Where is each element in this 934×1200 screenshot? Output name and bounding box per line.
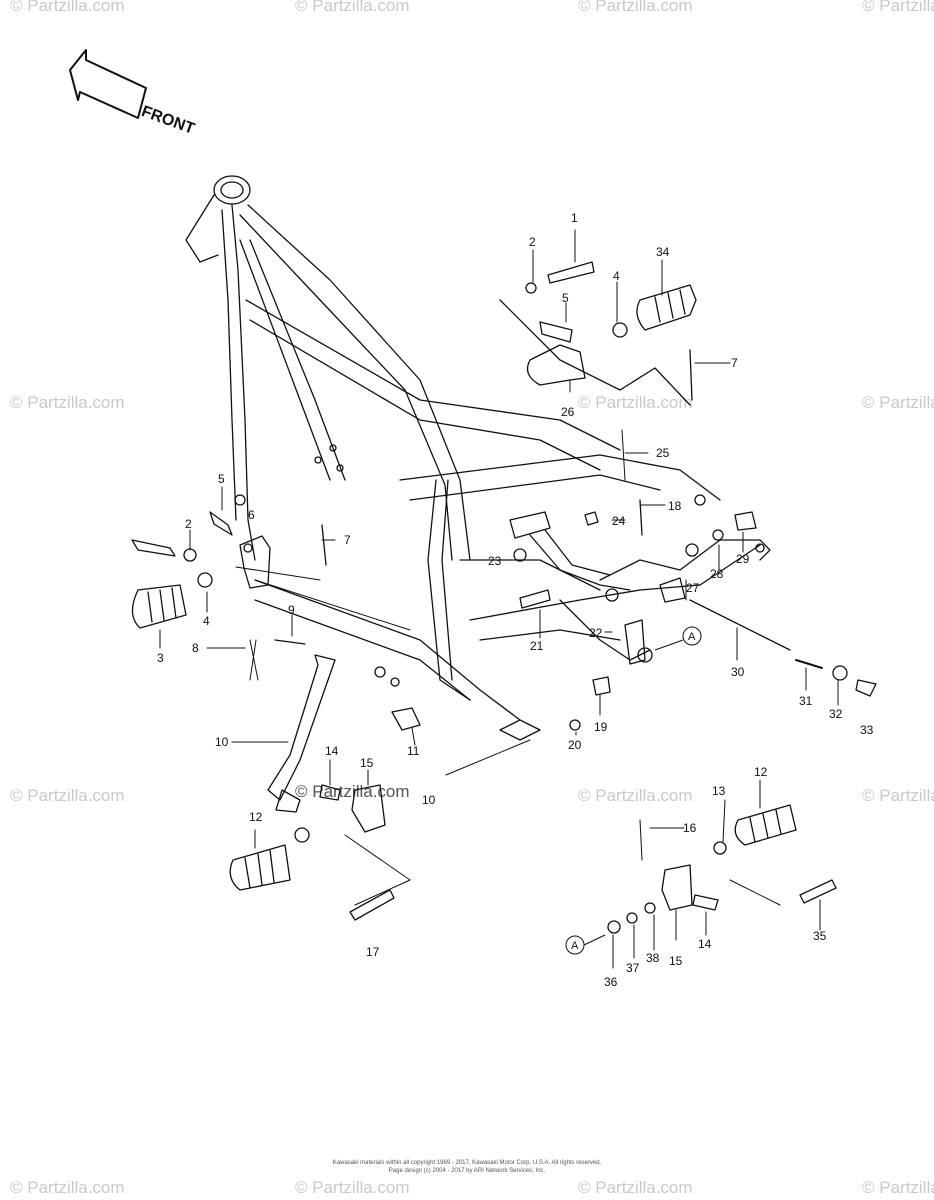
front-arrow-icon bbox=[69, 49, 147, 119]
callout-24: 24 bbox=[612, 514, 626, 528]
callout-12: 12 bbox=[754, 765, 768, 779]
callout-10: 10 bbox=[215, 735, 229, 749]
callout-5: 5 bbox=[562, 291, 569, 305]
copyright-line: Page design (c) 2004 - 2017 by ARI Netwo… bbox=[388, 1168, 546, 1174]
watermark: © Partzilla.com bbox=[578, 0, 693, 15]
watermark: © Partzilla.com bbox=[862, 393, 934, 412]
callout-7: 7 bbox=[344, 533, 351, 547]
right-rear-footrest bbox=[499, 261, 697, 406]
callout-38: 38 bbox=[646, 951, 660, 965]
callout-26: 26 bbox=[561, 405, 575, 419]
callout-5: 5 bbox=[218, 472, 225, 486]
callout-34: 34 bbox=[656, 245, 670, 259]
callout-3: 3 bbox=[157, 651, 164, 665]
callout-16: 16 bbox=[683, 821, 697, 835]
watermark: © Partzilla.com bbox=[862, 786, 934, 805]
callout-13: 13 bbox=[712, 784, 726, 798]
right-front-footrest bbox=[607, 804, 837, 934]
callout-36: 36 bbox=[604, 975, 618, 989]
callout-11: 11 bbox=[407, 744, 420, 758]
callout-6: 6 bbox=[248, 508, 255, 522]
copyright-line: Kawasaki materials within all copyright … bbox=[332, 1160, 602, 1166]
callout-15: 15 bbox=[360, 756, 374, 770]
callout-25: 25 bbox=[656, 446, 670, 460]
reference-markers bbox=[565, 626, 702, 955]
callout-2: 2 bbox=[185, 517, 192, 531]
front-label: FRONT bbox=[139, 103, 197, 138]
callout-7: 7 bbox=[731, 356, 738, 370]
callout-35: 35 bbox=[813, 929, 827, 943]
watermark: © Partzilla.com bbox=[578, 1178, 693, 1197]
callout-22: 22 bbox=[589, 626, 603, 640]
callout-30: 30 bbox=[731, 665, 745, 679]
watermark: © Partzilla.com bbox=[10, 1178, 125, 1197]
callout-8: 8 bbox=[192, 641, 199, 655]
callout-10: 10 bbox=[422, 793, 436, 807]
callout-27: 27 bbox=[686, 581, 700, 595]
callout-14: 14 bbox=[698, 937, 712, 951]
callout-19: 19 bbox=[594, 720, 608, 734]
watermark: © Partzilla.com bbox=[10, 393, 125, 412]
brake-pedal bbox=[509, 429, 877, 731]
left-footrest-bracket bbox=[131, 511, 421, 921]
callout-28: 28 bbox=[710, 567, 724, 581]
reference-a: A bbox=[571, 940, 579, 952]
callout-23: 23 bbox=[488, 554, 502, 568]
watermark: © Partzilla.com bbox=[862, 1178, 934, 1197]
callout-4: 4 bbox=[613, 269, 620, 283]
watermark: © Partzilla.com bbox=[295, 1178, 410, 1197]
callout-20: 20 bbox=[568, 738, 582, 752]
watermark: © Partzilla.com bbox=[10, 786, 125, 805]
watermark: © Partzilla.com bbox=[862, 0, 934, 15]
callout-14: 14 bbox=[325, 744, 339, 758]
callout-15: 15 bbox=[669, 954, 683, 968]
callout-18: 18 bbox=[668, 499, 682, 513]
callout-21: 21 bbox=[530, 639, 544, 653]
reference-a: A bbox=[688, 631, 696, 643]
callout-31: 31 bbox=[799, 694, 813, 708]
callout-37: 37 bbox=[626, 961, 640, 975]
leader-lines bbox=[159, 229, 839, 969]
watermark: © Partzilla.com bbox=[295, 0, 410, 15]
callout-29: 29 bbox=[736, 552, 750, 566]
frame bbox=[185, 175, 771, 741]
callout-33: 33 bbox=[860, 723, 874, 737]
watermark: © Partzilla.com bbox=[10, 0, 125, 15]
callout-17: 17 bbox=[366, 945, 380, 959]
callout-12: 12 bbox=[249, 810, 263, 824]
callout-9: 9 bbox=[288, 603, 295, 617]
callout-1: 1 bbox=[571, 211, 578, 225]
watermark: © Partzilla.com bbox=[578, 393, 693, 412]
callout-4: 4 bbox=[203, 614, 210, 628]
watermark: © Partzilla.com bbox=[578, 786, 693, 805]
callout-2: 2 bbox=[529, 235, 536, 249]
callout-32: 32 bbox=[829, 707, 843, 721]
